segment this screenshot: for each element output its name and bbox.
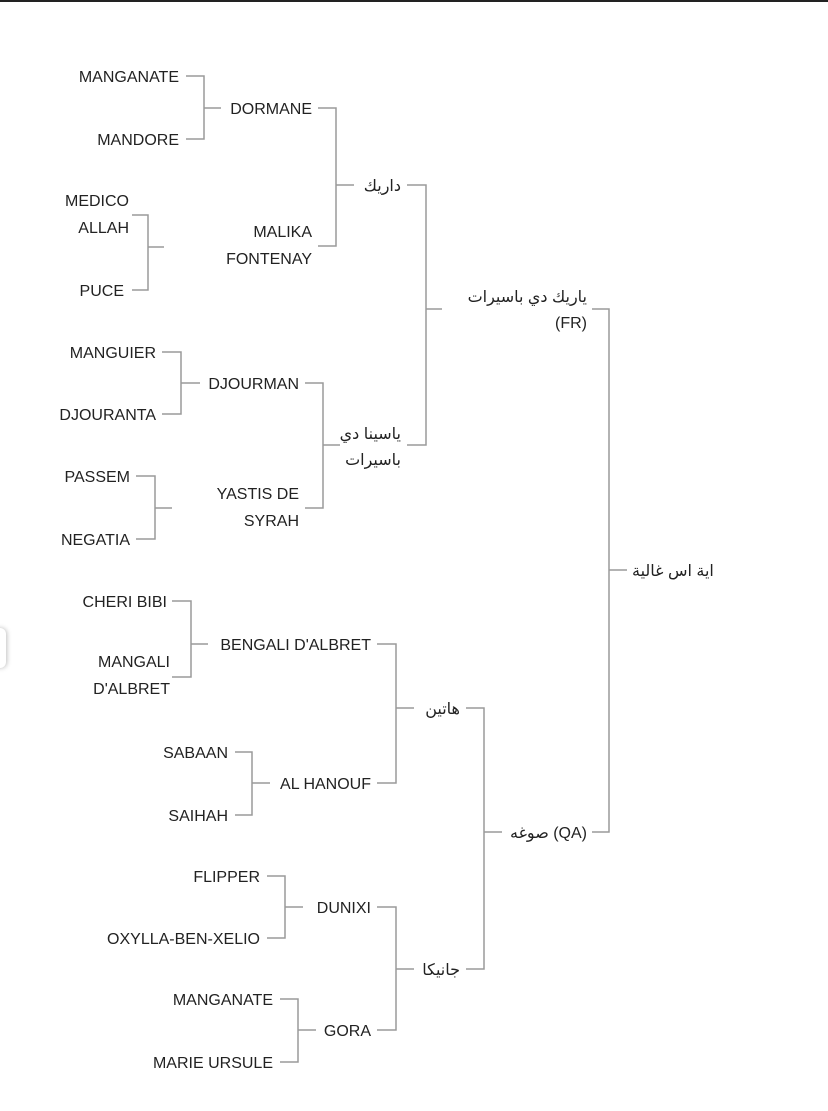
dam-dam-name: جانيكا xyxy=(422,962,460,979)
gggp-flipper: FLIPPER xyxy=(193,869,260,886)
connector-dormane-malika xyxy=(318,107,354,247)
gggp-passem: PASSEM xyxy=(65,469,131,486)
connector-djourman-yastis xyxy=(305,382,340,509)
ggp-dormane: DORMANE xyxy=(230,101,312,118)
connector-sabaan-saihah xyxy=(235,751,270,816)
connector-flipper-oxylla xyxy=(267,875,303,939)
gggp-manguier: MANGUIER xyxy=(70,345,156,362)
connector-passem-negatia xyxy=(136,475,172,540)
top-border xyxy=(0,0,828,2)
ggp-djourman: DJOURMAN xyxy=(208,376,299,393)
connector-hatin-janika xyxy=(466,707,502,970)
gggp-cheribibi: CHERI BIBI xyxy=(83,594,167,611)
gggp-medico: MEDICO xyxy=(65,193,129,210)
connector-cheribibi-mangali xyxy=(172,600,208,678)
connector-bengali-alhanouf xyxy=(377,643,414,784)
ggp-gora: GORA xyxy=(324,1023,371,1040)
connector-manguier-djouranta xyxy=(162,351,200,415)
ggp-alhanouf: AL HANOUF xyxy=(280,776,371,793)
gggp-mangali-line2: D'ALBRET xyxy=(93,681,170,698)
sire-sire-name: داريك xyxy=(364,178,401,196)
sire-country: (FR) xyxy=(555,315,587,332)
gggp-manganate-2: MANGANATE xyxy=(173,992,273,1009)
ggp-yastis-line1: YASTIS DE xyxy=(217,486,299,503)
connector-manganate-mandore xyxy=(186,75,221,140)
gggp-djouranta: DJOURANTA xyxy=(59,407,156,424)
sire-name: ياريك دي باسيرات xyxy=(468,289,587,307)
connector-darik-yasina xyxy=(407,184,442,446)
ggp-dunixi: DUNIXI xyxy=(317,900,371,917)
gggp-mandore: MANDORE xyxy=(97,132,179,149)
dam-sire-name: هاتين xyxy=(425,701,460,719)
connector-sire-dam xyxy=(592,308,627,833)
edge-handle[interactable] xyxy=(0,628,6,668)
ggp-yastis-line2: SYRAH xyxy=(244,513,299,530)
gggp-oxylla: OXYLLA-BEN-XELIO xyxy=(107,931,260,948)
gggp-mangali-line1: MANGALI xyxy=(98,654,170,671)
gggp-marie: MARIE URSULE xyxy=(153,1055,273,1072)
connector-allah-puce xyxy=(132,214,164,291)
gggp-saihah: SAIHAH xyxy=(168,808,228,825)
gggp-puce: PUCE xyxy=(80,283,124,300)
root-horse-name: اية اس غالية xyxy=(632,563,714,580)
gggp-negatia: NEGATIA xyxy=(61,532,130,549)
sire-dam-name-line1: ياسينا دي xyxy=(340,426,401,444)
ggp-malika-line1: MALIKA xyxy=(253,224,312,241)
gggp-sabaan: SABAAN xyxy=(163,745,228,762)
connector-lines xyxy=(132,75,627,1063)
ggp-malika-line2: FONTENAY xyxy=(226,251,312,268)
dam-name: صوغه (QA) xyxy=(510,825,587,843)
ggp-bengali: BENGALI D'ALBRET xyxy=(220,637,371,654)
connector-manganate-marie xyxy=(280,998,316,1063)
connector-dunixi-gora xyxy=(377,906,414,1031)
gggp-allah: ALLAH xyxy=(78,220,129,237)
sire-dam-name-line2: باسيرات xyxy=(345,452,401,470)
gggp-manganate-1: MANGANATE xyxy=(79,69,179,86)
